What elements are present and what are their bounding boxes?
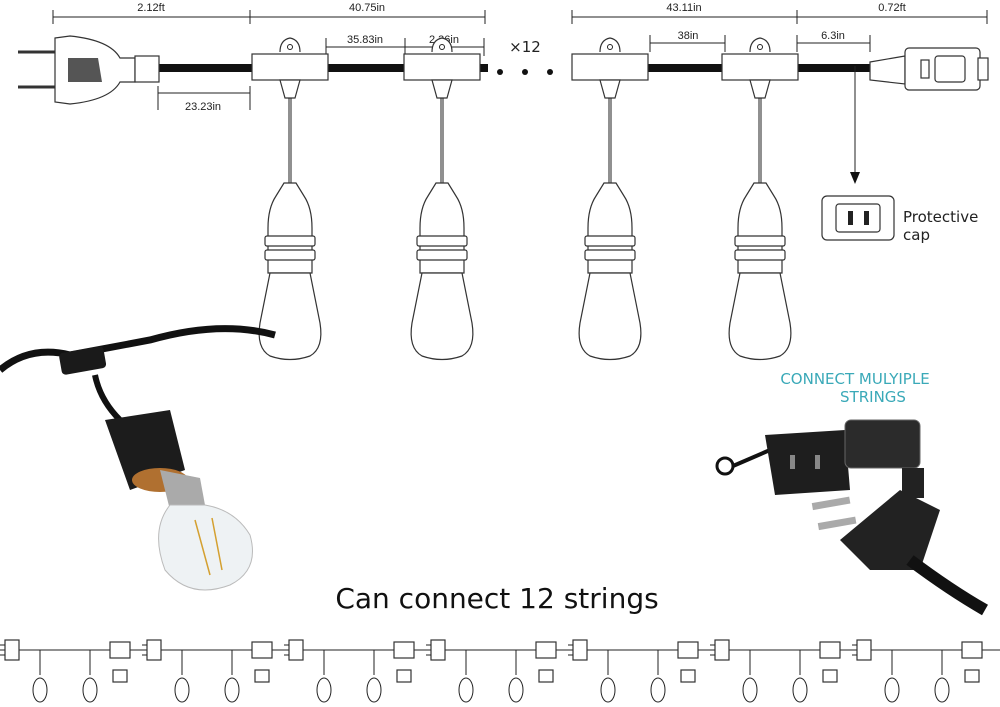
protective-cap-icon: [821, 195, 895, 241]
bulb-socket-photo: [0, 325, 276, 591]
headline: Can connect 12 strings: [335, 582, 658, 615]
dim-plug-to-socket: 23.23in: [185, 101, 221, 113]
dim-end-lead: 0.72ft: [878, 2, 906, 14]
dim-last-segment: 43.11in: [666, 2, 701, 14]
female-connector-icon: [869, 47, 989, 91]
bulb-2: [403, 37, 481, 361]
dim-first-segment: 40.75in: [349, 2, 385, 14]
bulb-3: [571, 37, 649, 361]
connector-photo: [715, 419, 988, 616]
dim-plug-lead: 2.12ft: [137, 2, 165, 14]
dim-end-gap: 6.3in: [821, 30, 845, 42]
protective-cap-label: Protective: [903, 208, 978, 226]
connected-strings-strip: [0, 639, 1000, 703]
male-plug-icon: [18, 35, 160, 105]
dim-last-spacing: 38in: [678, 30, 699, 42]
repeat-label: ×12: [509, 38, 541, 56]
connect-label: CONNECT MULYIPLE: [780, 370, 929, 388]
bulb-4: [721, 37, 799, 361]
connect-label-2: STRINGS: [840, 388, 906, 406]
dim-bulb-spacing: 35.83in: [347, 34, 383, 46]
cord-right: [572, 64, 870, 72]
ellipsis-dots: [497, 69, 553, 75]
arrow-icon: [850, 172, 860, 184]
dimension-lines: [52, 10, 988, 110]
protective-cap-label-2: cap: [903, 226, 930, 244]
bulb-1: [251, 37, 329, 361]
